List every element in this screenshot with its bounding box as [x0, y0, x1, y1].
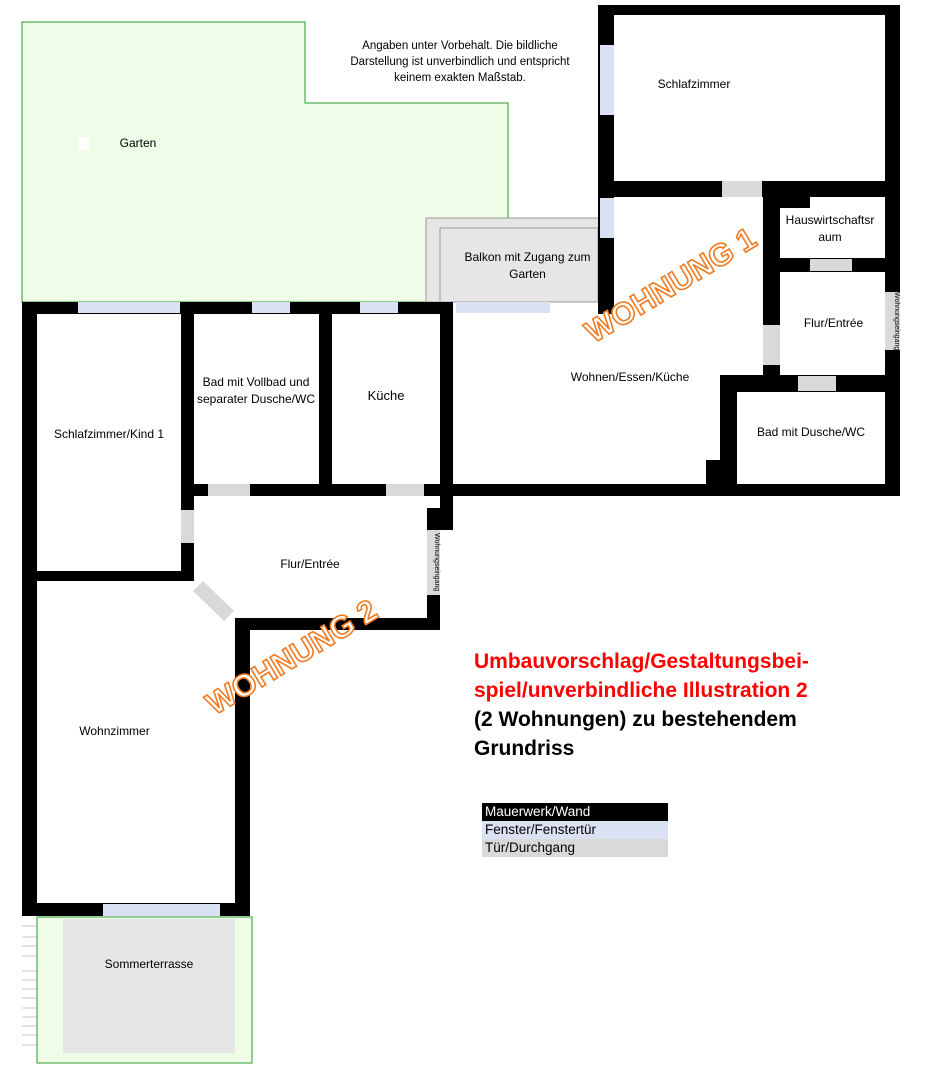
- legend-window: Fenster/Fenstertür: [482, 821, 668, 839]
- room-label-flur-2: Flur/Entrée: [280, 557, 340, 571]
- room-label-bad-1: Bad mit Dusche/WC: [756, 425, 866, 439]
- room-label-garten: Garten: [119, 136, 157, 150]
- entrance-label-wohnung-2: Wohnungseingang: [433, 533, 440, 592]
- room-label-wohnzimmer: Wohnzimmer: [79, 724, 150, 738]
- plan-title-black: (2 Wohnungen) zu bestehendem Grundriss: [474, 708, 797, 760]
- windows: [78, 45, 614, 916]
- legend-door: Tür/Durchgang: [482, 839, 668, 857]
- room-label-sommerterrasse: Sommerterrasse: [104, 957, 194, 971]
- disclaimer-note: Angaben unter Vorbehalt. Die bildliche D…: [350, 40, 570, 84]
- legend: Mauerwerk/Wand Fenster/Fenstertür Tür/Du…: [482, 803, 668, 857]
- room-label-flur-1: Flur/Entrée: [803, 316, 864, 330]
- plan-title-red: Umbauvorschlag/Gestaltungsbei-spiel/unve…: [474, 650, 809, 702]
- doors: [181, 181, 900, 621]
- entrance-label-wohnung-1: Wohnungseingang: [893, 292, 900, 351]
- garden-marker: [79, 137, 89, 150]
- plan-title: Umbauvorschlag/Gestaltungsbei-spiel/unve…: [474, 647, 894, 763]
- room-label-hauswirtschaftsraum: Hauswirtschaftsr aum: [785, 213, 875, 244]
- terrace: [63, 919, 235, 1053]
- room-label-balkon: Balkon mit Zugang zum Garten: [464, 250, 591, 281]
- room-label-schlafzimmer-kind: Schlafzimmer/Kind 1: [53, 427, 165, 441]
- room-label-kueche: Küche: [367, 388, 405, 403]
- room-label-wohnen-essen-kueche: Wohnen/Essen/Küche: [570, 370, 690, 384]
- room-label-bad-2: Bad mit Vollbad und separater Dusche/WC: [196, 375, 316, 406]
- legend-wall: Mauerwerk/Wand: [482, 803, 668, 821]
- room-label-schlafzimmer: Schlafzimmer: [657, 77, 731, 91]
